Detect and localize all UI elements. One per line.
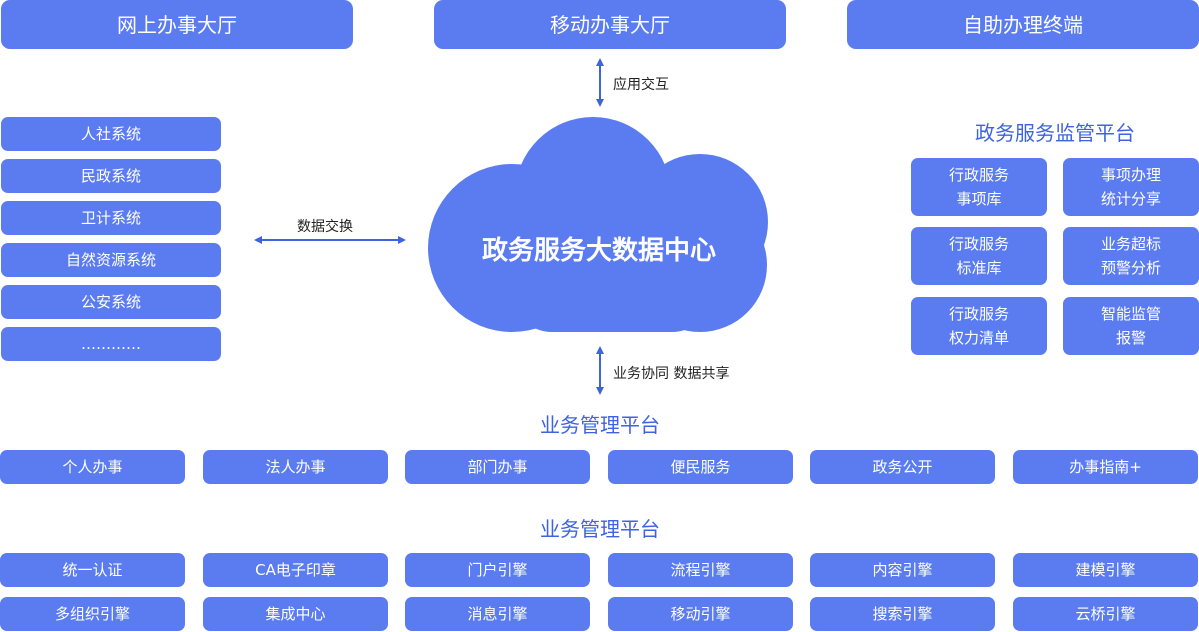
business-item: 法人办事 (203, 450, 388, 484)
engine-item: 建模引擎 (1013, 553, 1198, 587)
engine-item: 内容引擎 (810, 553, 995, 587)
system-natural-resources: 自然资源系统 (1, 243, 221, 277)
engine-item: 统一认证 (0, 553, 185, 587)
engine-item: 消息引擎 (405, 597, 590, 631)
app-interaction-label: 应用交互 (613, 77, 669, 93)
business-item: 办事指南+ (1013, 450, 1198, 484)
supervision-item: 行政服务 标准库 (911, 227, 1047, 285)
business-item: 便民服务 (608, 450, 793, 484)
channel-mobile-hall: 移动办事大厅 (434, 0, 786, 49)
channel-online-hall: 网上办事大厅 (1, 0, 353, 49)
data-exchange-label: 数据交换 (297, 219, 353, 235)
system-social-security: 人社系统 (1, 117, 221, 151)
supervision-item: 行政服务 事项库 (911, 158, 1047, 216)
engine-item: CA电子印章 (203, 553, 388, 587)
big-data-center-title: 政务服务大数据中心 (481, 236, 716, 266)
engine-item: 云桥引擎 (1013, 597, 1198, 631)
engine-item: 搜索引擎 (810, 597, 995, 631)
business-item: 政务公开 (810, 450, 995, 484)
engine-item: 集成中心 (203, 597, 388, 631)
engine-platform-title: 业务管理平台 (540, 517, 660, 541)
system-more: ………… (1, 327, 221, 361)
supervision-item: 事项办理 统计分享 (1063, 158, 1199, 216)
engine-item: 门户引擎 (405, 553, 590, 587)
collab-share-label: 业务协同 数据共享 (613, 366, 730, 382)
business-item: 个人办事 (0, 450, 185, 484)
supervision-item: 智能监管 报警 (1063, 297, 1199, 355)
business-item: 部门办事 (405, 450, 590, 484)
engine-item: 移动引擎 (608, 597, 793, 631)
system-civil-affairs: 民政系统 (1, 159, 221, 193)
engine-item: 多组织引擎 (0, 597, 185, 631)
channel-self-service-terminal: 自助办理终端 (847, 0, 1199, 49)
cloud-shape (428, 117, 768, 332)
engine-item: 流程引擎 (608, 553, 793, 587)
business-platform-title: 业务管理平台 (540, 413, 660, 437)
supervision-item: 业务超标 预警分析 (1063, 227, 1199, 285)
supervision-title: 政务服务监管平台 (975, 121, 1135, 145)
system-health: 卫计系统 (1, 201, 221, 235)
system-public-security: 公安系统 (1, 285, 221, 319)
supervision-item: 行政服务 权力清单 (911, 297, 1047, 355)
